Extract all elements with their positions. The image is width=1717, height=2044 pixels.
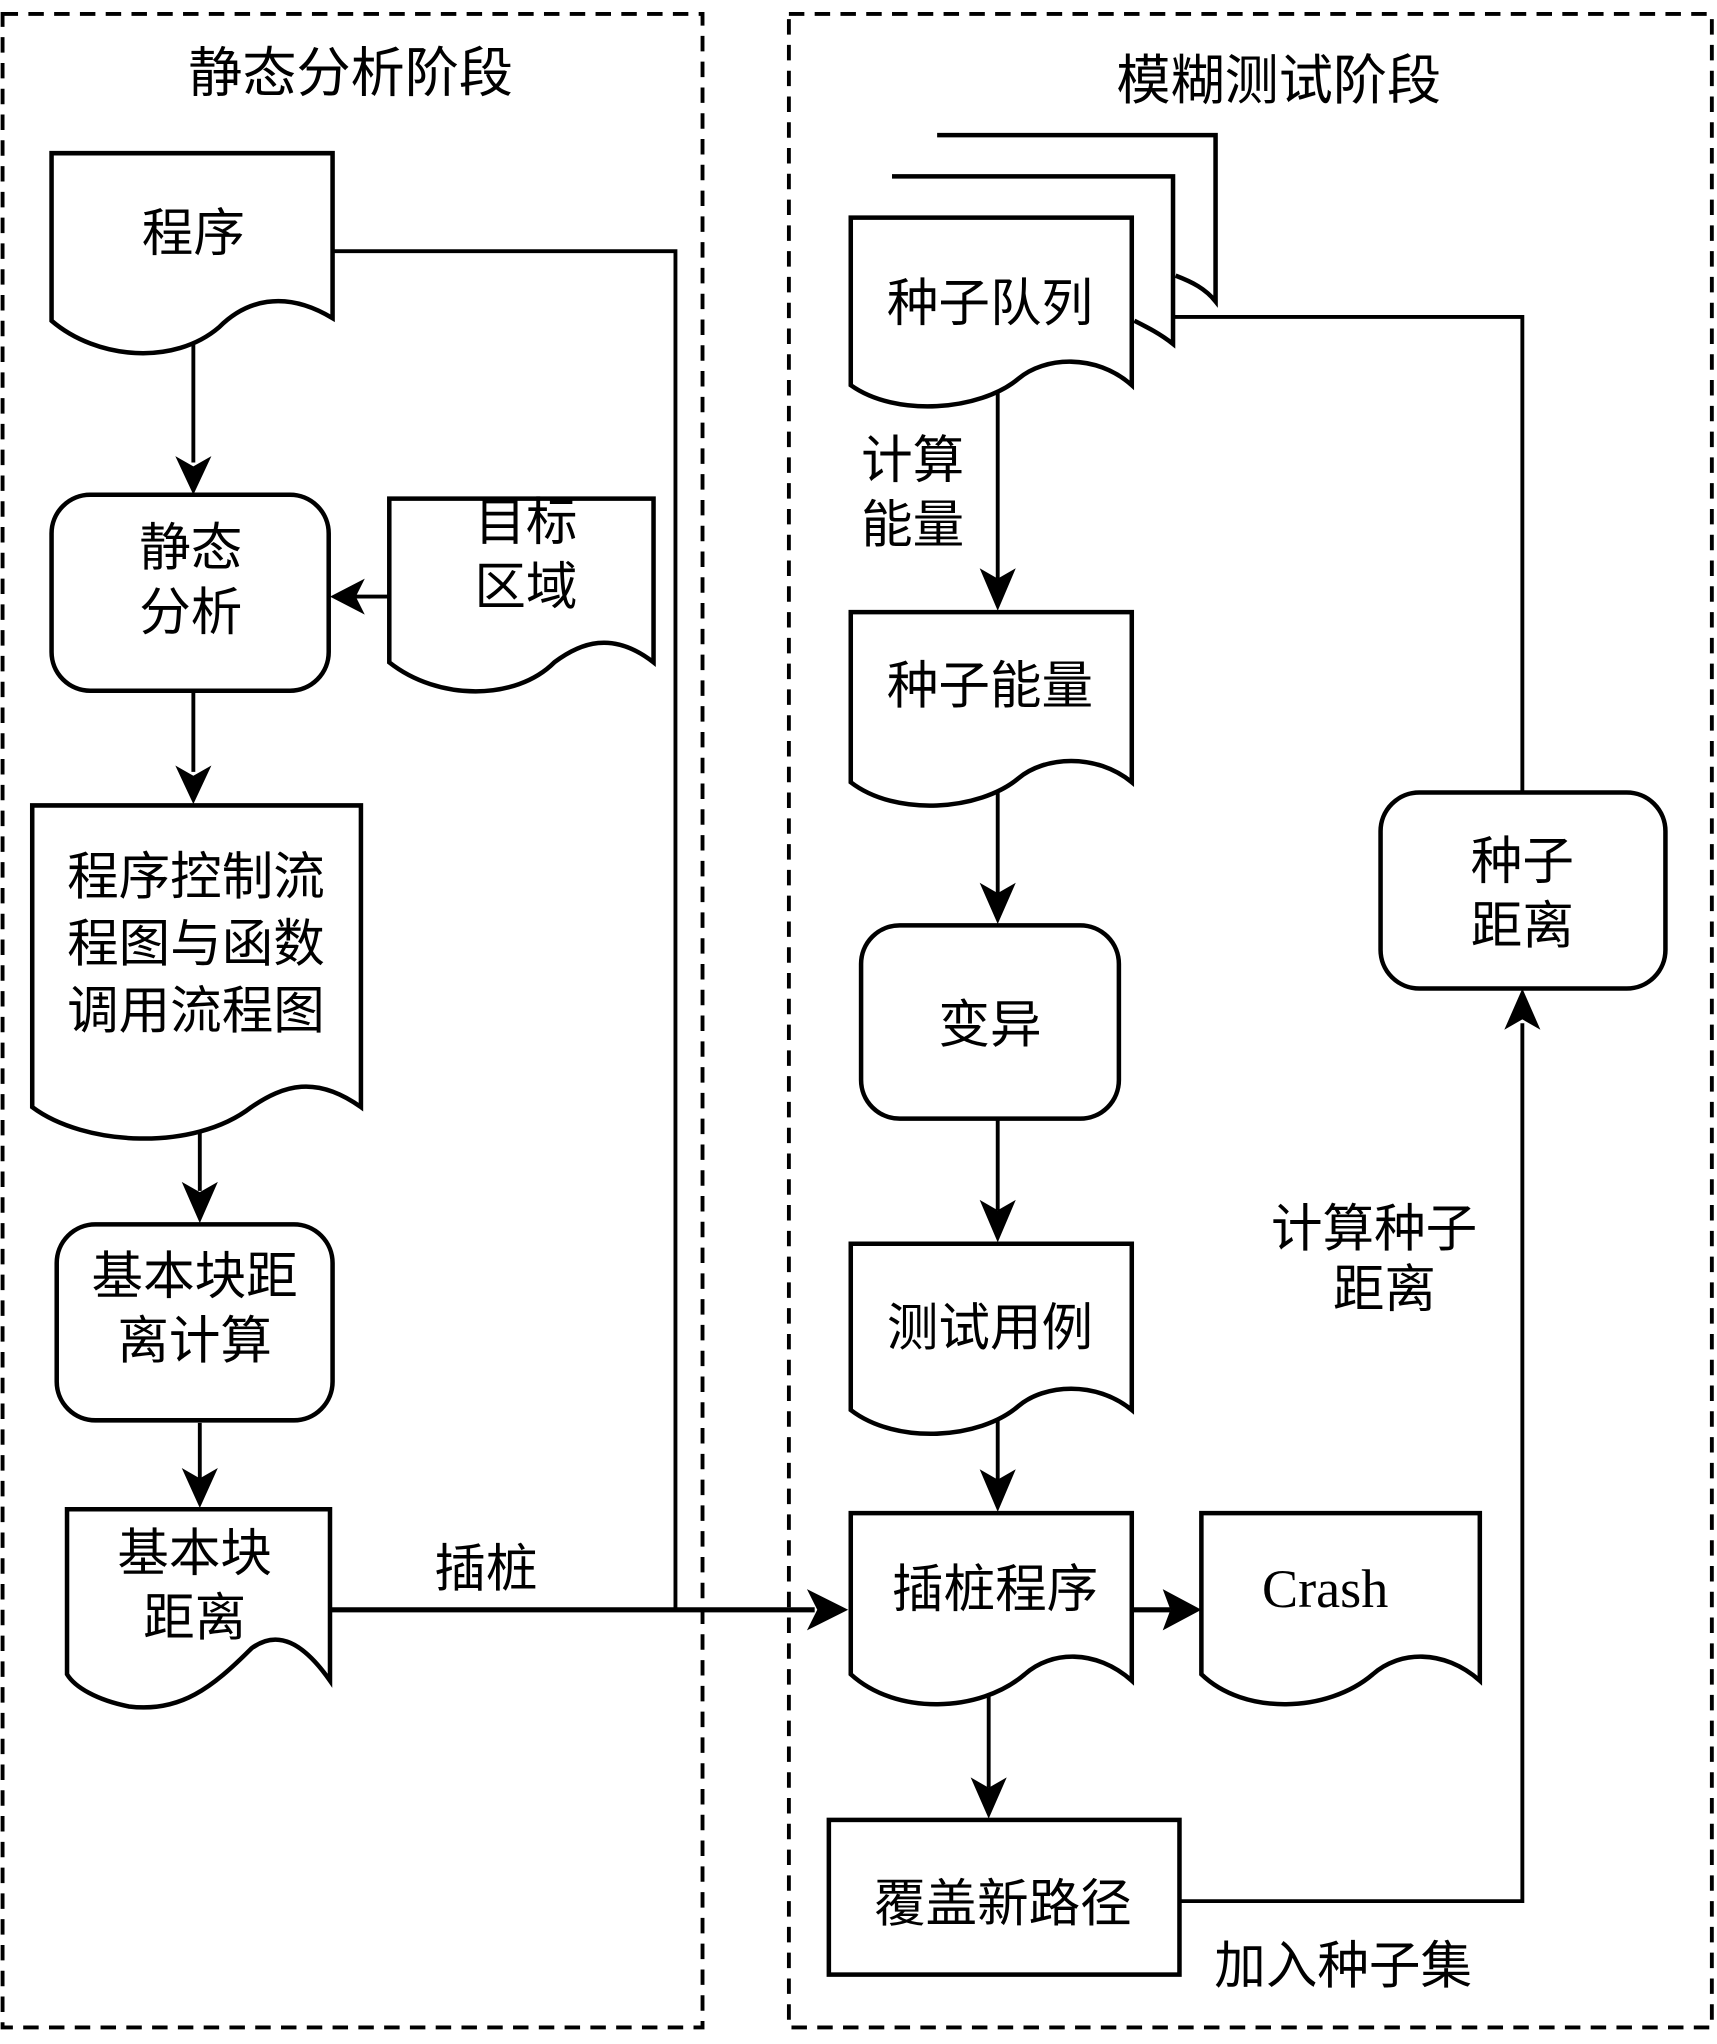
bb-dist-node[interactable]	[64, 1507, 333, 1710]
node-label-line: 区域	[474, 557, 577, 617]
node-label-line: 程图与函数	[67, 914, 325, 974]
static-panel-title: 静态分析阶段	[188, 41, 513, 104]
seed-energy-label: 种子能量	[887, 657, 1093, 717]
instrumented-program-label: 插桩程序	[892, 1560, 1098, 1620]
node-label-line: 距离	[1471, 896, 1574, 956]
arrowhead	[1162, 1589, 1202, 1631]
node-label-line: 程序	[142, 204, 245, 264]
node-label-line: 基本块	[117, 1524, 272, 1584]
program-label: 程序	[142, 204, 245, 264]
test-case-node[interactable]	[848, 1241, 1135, 1436]
arrowhead	[979, 568, 1016, 611]
bb-dist-calc-node[interactable]	[54, 1222, 335, 1423]
edge-seeddist-to-queue	[1166, 314, 1525, 793]
static-analysis-node[interactable]	[49, 492, 331, 693]
edge-program-to-instrument	[332, 249, 678, 1610]
arrowhead	[181, 1468, 218, 1508]
node-label-line: 目标	[474, 493, 577, 553]
instrument-edge-label: 插桩	[434, 1540, 537, 1600]
node-label-line: 测试用例	[887, 1299, 1093, 1359]
arrowhead	[175, 765, 212, 805]
node-label-line: 静态	[139, 519, 242, 579]
seed-queue-front-page	[848, 215, 1135, 409]
mutation-node[interactable]	[858, 923, 1122, 1121]
calc-energy-label-line1: 计算	[861, 431, 964, 491]
fuzz-panel-title: 模糊测试阶段	[1116, 49, 1441, 112]
calc-energy-label-line2: 能量	[861, 495, 964, 555]
arrowhead	[979, 882, 1016, 925]
node-label-line: 变异	[938, 996, 1041, 1056]
node-label-line: 种子能量	[887, 657, 1093, 717]
test-case-label: 测试用例	[887, 1299, 1093, 1359]
node-label-line: 覆盖新路径	[874, 1875, 1132, 1935]
node-label-line: 种子队列	[887, 274, 1093, 334]
add-to-seed-set-label: 加入种子集	[1214, 1937, 1472, 1997]
node-label-line: 离计算	[117, 1311, 272, 1371]
arrowhead	[175, 456, 212, 495]
arrowhead	[1504, 988, 1541, 1030]
node-label-line: 种子	[1471, 832, 1574, 892]
calc-seed-distance-label-line1: 计算种子	[1271, 1199, 1477, 1259]
seed-energy-node[interactable]	[848, 609, 1135, 808]
arrowheads	[175, 298, 1541, 1819]
arrowhead	[181, 1181, 218, 1224]
target-region-node[interactable]	[387, 496, 656, 694]
arrowhead	[979, 1469, 1016, 1512]
arrowhead	[329, 578, 365, 615]
edge-newpath-to-seeddist	[1179, 1023, 1525, 1904]
arrowhead	[970, 1777, 1007, 1819]
new-path-label: 覆盖新路径	[874, 1875, 1132, 1935]
seed-queue-node[interactable]	[848, 132, 1218, 409]
node-label-line: Crash	[1262, 1559, 1388, 1619]
cfg-cg-node[interactable]	[29, 803, 364, 1141]
mutation-label: 变异	[938, 996, 1041, 1056]
crash-label: Crash	[1262, 1559, 1388, 1619]
new-path-node[interactable]	[826, 1817, 1182, 1977]
static-analysis-label: 静态分析	[139, 519, 242, 643]
crash-node[interactable]	[1199, 1510, 1483, 1707]
node-label-line: 距离	[143, 1589, 246, 1649]
node-label-line: 基本块距	[92, 1247, 298, 1307]
instrumented-program-node[interactable]	[848, 1510, 1135, 1707]
seed-distance-node[interactable]	[1378, 790, 1668, 991]
node-label-line: 分析	[139, 583, 242, 643]
arrowhead	[979, 1199, 1016, 1243]
seed-queue-label: 种子队列	[887, 274, 1093, 334]
static-analysis-panel	[0, 12, 705, 2030]
node-label-line: 调用流程图	[67, 981, 325, 1041]
node-label-line: 插桩程序	[892, 1560, 1098, 1620]
program-node[interactable]	[49, 150, 335, 356]
calc-seed-distance-label-line2: 距离	[1333, 1260, 1436, 1320]
node-label-line: 程序控制流	[67, 847, 325, 907]
arrowhead	[806, 1589, 849, 1631]
